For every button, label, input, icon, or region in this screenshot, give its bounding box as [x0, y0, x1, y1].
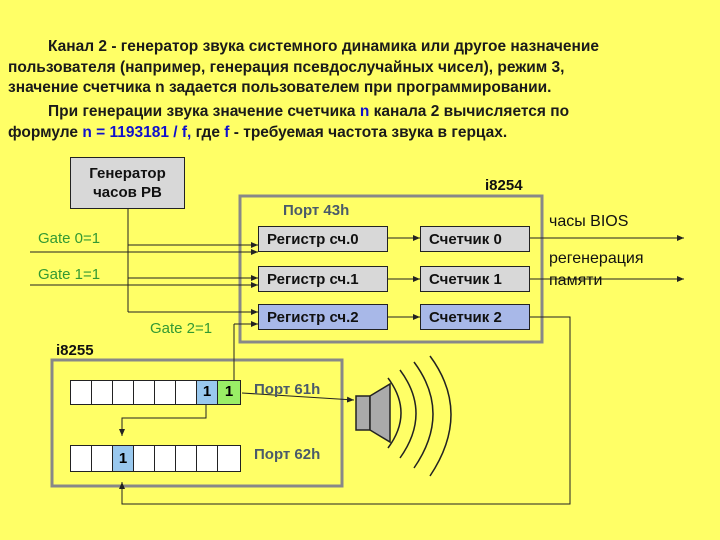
- port-61h-label: Порт 61h: [254, 381, 321, 398]
- register-1: Регистр сч.1: [258, 266, 388, 292]
- counter-1: Счетчик 1: [420, 266, 530, 292]
- gate-1-label: Gate 1=1: [38, 266, 101, 283]
- port61-bit-7: [70, 380, 92, 405]
- formula-paragraph: При генерации звука значение счетчика n …: [8, 103, 570, 141]
- i8255-frame: [50, 358, 344, 488]
- port62-bit-3: [154, 445, 176, 472]
- register-0: Регистр сч.0: [258, 226, 388, 252]
- port62-bit-5: 1: [112, 445, 134, 472]
- port61-bit-3: [154, 380, 176, 405]
- port61-bit-4: [133, 380, 155, 405]
- formula: n = 1193181 / f,: [82, 123, 192, 141]
- register-2: Регистр сч.2: [258, 304, 388, 330]
- var-n: n: [359, 103, 370, 120]
- port62-bit-1: [196, 445, 218, 472]
- counter-0: Счетчик 0: [420, 226, 530, 252]
- port61-bit-1: 1: [196, 380, 218, 405]
- i8255-title: i8255: [56, 342, 94, 359]
- port-43h-label: Порт 43h: [283, 202, 350, 219]
- port61-bit-5: [112, 380, 134, 405]
- port62-bit-6: [91, 445, 113, 472]
- port61-bit-6: [91, 380, 113, 405]
- port61-bit-2: [175, 380, 197, 405]
- port-62h-label: Порт 62h: [254, 446, 321, 463]
- port62-bit-4: [133, 445, 155, 472]
- gate-2-label: Gate 2=1: [150, 320, 213, 337]
- port62-bit-2: [175, 445, 197, 472]
- gate-0-label: Gate 0=1: [38, 230, 101, 247]
- output-bios-clock: часы BIOS: [549, 213, 629, 230]
- port61-bit-0: 1: [217, 380, 241, 405]
- description-paragraph: Канал 2 - генератор звука системного дин…: [8, 38, 600, 96]
- speaker-icon: [355, 355, 452, 477]
- i8254-frame: [238, 194, 544, 344]
- generator-box: Генератор часов РВ: [70, 157, 185, 209]
- i8254-title: i8254: [485, 177, 523, 194]
- output-memory-refresh: регенерация памяти: [549, 250, 644, 289]
- port62-bit-0: [217, 445, 241, 472]
- counter-2: Счетчик 2: [420, 304, 530, 330]
- var-f: f: [224, 123, 230, 141]
- port62-bit-7: [70, 445, 92, 472]
